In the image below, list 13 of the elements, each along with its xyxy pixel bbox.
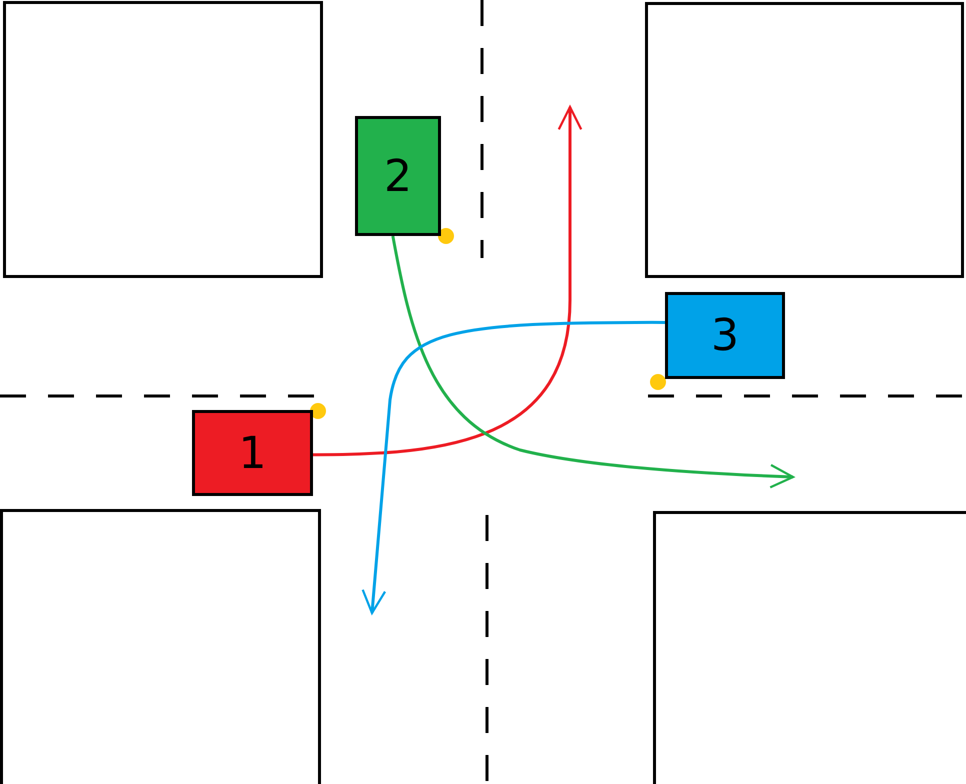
arrow [312, 106, 582, 456]
car [665, 292, 785, 379]
car-number: 3 [711, 310, 739, 361]
building-block [653, 511, 966, 784]
building-block [645, 2, 964, 278]
car [355, 116, 441, 236]
car-number: 2 [384, 150, 412, 202]
building-block [0, 509, 321, 784]
car-number: 1 [238, 428, 266, 478]
arrow [391, 236, 794, 488]
building-block [3, 1, 323, 278]
arrow [362, 320, 665, 614]
car [192, 410, 313, 496]
